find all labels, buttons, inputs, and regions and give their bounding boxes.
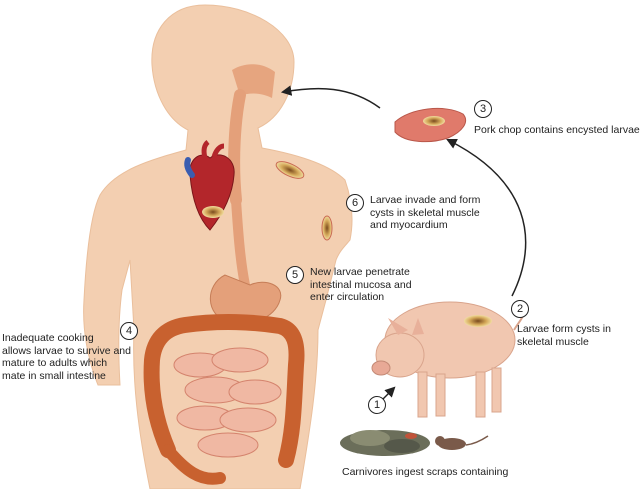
pork-chop-illustration [394,108,467,143]
heart-illustration [184,140,235,231]
step-6-number: 6 [346,194,364,212]
step-4-caption: Inadequate cooking allows larvae to surv… [2,332,131,382]
step-3-number: 3 [474,100,492,118]
step-5-text: New larvae penetrate intestinal mucosa a… [310,266,412,303]
step-2-number: 2 [511,300,529,318]
pig-illustration [371,301,524,418]
intestine-illustration [143,314,305,485]
muscle-cyst-marks [275,161,333,241]
step-1-number: 1 [368,396,386,414]
step-1-text: Carnivores ingest scraps containing [342,466,509,478]
step-6: 6 Larvae invade and form cysts in skelet… [346,194,480,232]
step-3-text: Pork chop contains encysted larvae [474,124,640,136]
scraps-illustration [340,430,430,456]
rat-illustration [435,435,489,450]
step-2: 2 [511,300,529,318]
arrow-pork-to-mouth [280,85,381,109]
step-4-number: 4 [120,322,138,340]
step-3: 3 [474,100,492,118]
step-4-text: Inadequate cooking allows larvae to surv… [2,332,131,382]
step-2-text: Larvae form cysts in skeletal muscle [517,323,611,348]
arrow-pig-to-pork [446,139,527,297]
step-5: 5 New larvae penetrate intestinal mucosa… [286,266,412,304]
step-3-caption: Pork chop contains encysted larvae [474,124,640,137]
step-6-text: Larvae invade and form cysts in skeletal… [370,194,481,231]
step-4: 4 [120,322,138,340]
step-1: 1 [368,396,386,414]
step-1-caption: Carnivores ingest scraps containing [342,466,508,479]
step-2-caption: Larvae form cysts in skeletal muscle [517,323,611,348]
step-5-number: 5 [286,266,304,284]
